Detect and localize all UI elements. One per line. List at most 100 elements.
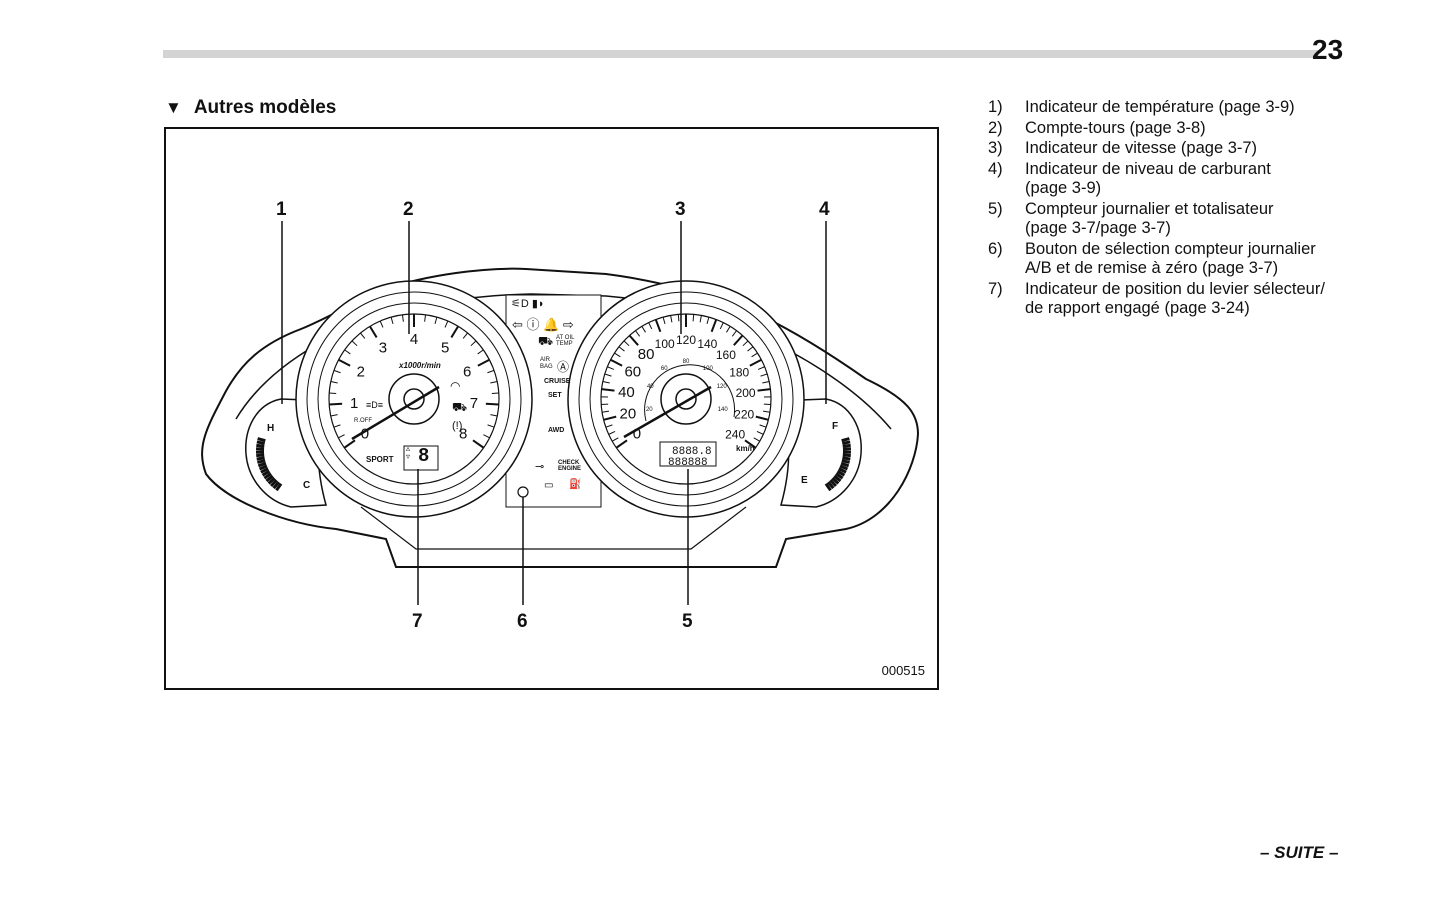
fuel-bar-segment	[842, 453, 851, 458]
temp-low-label: C	[303, 480, 311, 491]
speed-scale-tick	[605, 424, 613, 428]
tach-scale-tick	[333, 424, 341, 428]
fuel-pump-icon: ⛽	[569, 479, 582, 490]
tach-scale-tick	[369, 325, 378, 338]
speed-scale-tick	[751, 352, 758, 358]
tach-scale-label: 4	[410, 331, 418, 348]
temp-bar-segment	[257, 461, 267, 468]
legend-item: 2)Compte-tours (page 3-8)	[988, 119, 1368, 139]
figure-code: 000515	[881, 663, 925, 678]
legend-item-number: 2)	[988, 118, 1003, 137]
speed-scale-tick	[719, 322, 724, 330]
speed-scale-tick	[607, 366, 615, 370]
speed-scale-label: 140	[697, 337, 717, 351]
mph-scale-label: 80	[683, 359, 690, 365]
speed-scale-tick	[604, 373, 612, 377]
speed-scale-tick	[733, 334, 744, 346]
speed-scale-tick	[608, 430, 616, 435]
tach-scale-tick	[344, 349, 351, 355]
tach-scale-tick	[330, 414, 338, 417]
tach-scale-tick	[462, 332, 468, 339]
fuel-bar-segment	[839, 464, 849, 471]
temp-bar-segment	[256, 456, 265, 461]
speed-scale-tick	[710, 319, 718, 333]
speed-scale-label: 240	[725, 427, 745, 441]
speed-scale-label: 100	[655, 337, 675, 351]
tachometer-needle	[351, 385, 440, 441]
temp-bar-segment	[263, 472, 272, 480]
gear-indicator-display	[403, 445, 439, 471]
speed-scale-tick	[677, 314, 680, 322]
fuel-bar-segment	[824, 482, 832, 492]
tire-pressure-icon: (!)	[452, 420, 463, 432]
speed-scale-tick	[762, 381, 770, 384]
legend-item-text: Indicateur de niveau de carburant (page …	[1025, 159, 1271, 198]
tach-scale-tick	[338, 434, 345, 439]
tach-scale-tick	[472, 439, 485, 449]
tach-scale-tick	[333, 369, 341, 374]
speed-scale-tick	[614, 352, 621, 358]
temp-bar-segment	[257, 459, 266, 464]
temp-bar-segment	[258, 464, 268, 471]
speed-scale-tick	[602, 381, 610, 384]
turn-signal-icon: ⇦ ⓘ 🔔 ⇨	[512, 317, 574, 332]
gear-digit: 8	[418, 445, 430, 467]
fuel-bar-segment	[835, 472, 844, 480]
legend-item-text: Indicateur de position du levier sélecte…	[1025, 279, 1325, 318]
tach-scale-tick	[487, 369, 495, 374]
speed-scale-tick	[601, 388, 615, 392]
callout-7: 7	[412, 611, 423, 632]
speed-scale-label: 120	[676, 333, 696, 347]
speed-scale-tick	[610, 358, 623, 367]
temp-bar-segment	[275, 482, 283, 492]
speed-scale-tick	[755, 415, 769, 421]
speed-scale-tick	[757, 388, 771, 392]
speed-scale-tick	[742, 340, 749, 347]
temp-bar-segment	[261, 469, 271, 477]
legend-item-text: Bouton de sélection compteur journalier …	[1025, 239, 1316, 278]
section-title: Autres modèles	[193, 97, 337, 118]
fog-light-icon: ≡D≡	[366, 400, 384, 410]
speed-scale-label: 0	[633, 425, 641, 442]
speed-scale-tick	[731, 330, 737, 337]
temp-bar-segment	[257, 437, 266, 443]
mph-scale-label: 140	[718, 407, 729, 413]
temp-bar-segment	[272, 481, 280, 490]
tach-scale-tick	[330, 381, 338, 384]
washer-icon: ◠	[450, 379, 461, 393]
speed-scale-tick	[623, 340, 630, 347]
speed-scale-tick	[726, 326, 731, 333]
callout-1: 1	[276, 199, 287, 220]
speed-scale-tick	[601, 410, 610, 413]
speed-scale-tick	[662, 317, 666, 325]
temp-bar-segment	[265, 474, 274, 483]
r-off-label: R.OFF	[354, 418, 372, 424]
tach-scale-tick	[444, 320, 449, 328]
tach-scale-label: 3	[379, 340, 387, 357]
tach-scale-tick	[450, 325, 459, 338]
tach-scale-tick	[351, 340, 358, 347]
legend-item: 3)Indicateur de vitesse (page 3-7)	[988, 139, 1368, 159]
speed-scale-tick	[762, 410, 771, 413]
tach-scale-tick	[490, 381, 498, 384]
speed-scale-tick	[641, 326, 646, 333]
speed-scale-tick	[670, 315, 673, 323]
temp-bar-segment	[256, 440, 266, 445]
odometer-total: 888888	[668, 457, 708, 469]
tach-scale-tick	[343, 439, 356, 449]
cluster-bottom-panel	[360, 506, 747, 550]
fuel-bar-segment	[840, 461, 850, 468]
odometer-trip: 8888.8	[672, 446, 712, 458]
mph-scale-label: 20	[646, 407, 653, 413]
tach-scale-tick	[360, 332, 366, 339]
callout-6: 6	[517, 611, 528, 632]
fuel-bar-segment	[842, 443, 851, 448]
cruise-label: CRUISE	[544, 378, 571, 385]
fuel-bar-segment	[842, 456, 851, 461]
fuel-bar-segment	[827, 481, 835, 490]
tach-scale-tick	[338, 358, 351, 367]
legend-item-number: 1)	[988, 98, 1003, 116]
